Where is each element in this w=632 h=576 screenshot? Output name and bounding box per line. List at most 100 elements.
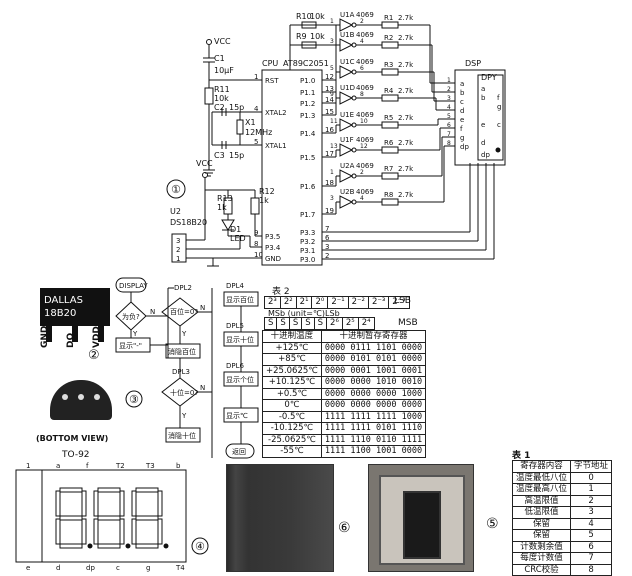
inverter-in-pin: 13 <box>330 143 338 150</box>
display-pin-bottom: d <box>56 564 60 572</box>
display-pin-top: b <box>176 462 181 470</box>
inverter-out-pin: 4 <box>360 195 364 202</box>
seg-label-d: d <box>460 107 464 115</box>
circle-6: ⑥ <box>338 520 351 536</box>
segment <box>157 490 163 517</box>
cpu-pin-num: 16 <box>325 126 334 134</box>
cpu-pin-num: 14 <box>325 96 334 104</box>
inverter-name: U1F <box>340 136 354 144</box>
c2-label: C2 <box>214 103 225 112</box>
seg-label-c: c <box>460 98 464 106</box>
inverter-out-pin: 12 <box>360 143 368 150</box>
cpu-pin-num: 17 <box>325 150 334 158</box>
cpu-pin-p3-1: P3.1 <box>300 247 315 255</box>
resistor-name: R1 <box>384 14 393 22</box>
inverter-u2b <box>339 195 354 209</box>
byte-address-cell: 6 <box>570 540 613 553</box>
resistor-value: 2.7k <box>398 139 414 147</box>
display-pin-top: f <box>86 462 89 470</box>
msb-bit: S <box>263 317 278 330</box>
seg-pin-num: 8 <box>447 140 451 147</box>
c2-value: 15p <box>229 103 244 112</box>
resistor-r1 <box>381 21 399 29</box>
dpy-seg-d: d <box>481 139 485 147</box>
resistor-r2 <box>381 41 399 49</box>
register-cell: 0000 0001 1001 0001 <box>320 364 427 377</box>
register-cell: 0000 0000 0000 1000 <box>320 387 427 400</box>
segment <box>55 490 61 517</box>
byte-address-cell: 3 <box>570 506 613 519</box>
circle-3: ③ <box>129 393 139 406</box>
register-cell: 0000 0000 1010 0010 <box>320 376 427 389</box>
flow-dpl2: DPL2 <box>174 284 192 292</box>
segment <box>97 515 121 521</box>
segment <box>55 518 61 545</box>
inverter-u1c <box>339 65 354 79</box>
register-name-cell: 温度最高八位 <box>511 483 572 496</box>
flow-show-c: 显示℃ <box>226 412 248 420</box>
msb-bit: 2⁵ <box>341 317 359 330</box>
ds18b20-package: DALLAS 18B20 GND DQ VDD (BOTTOM VIEW) TO… <box>28 268 138 468</box>
resistor-value: 2.7k <box>398 114 414 122</box>
cpu-pin-num: 18 <box>325 179 334 187</box>
inverter-u1d <box>339 91 354 105</box>
seg-label-g: g <box>460 134 464 142</box>
flow-blank-tens: 消隐十位 <box>168 431 196 440</box>
flow-show-hundreds: 显示百位 <box>226 295 254 304</box>
table1-header-address: 字节地址 <box>570 460 613 473</box>
units-label: MSb (unit=℃)LSb <box>268 309 340 318</box>
inverter-out-pin: 4 <box>360 38 364 45</box>
cpu-pin-xtal2: XTAL2 <box>265 109 287 117</box>
segment <box>135 515 159 521</box>
temp-cell: +85℃ <box>262 353 322 366</box>
inverter-name: U1C <box>340 58 355 66</box>
bottom-view-label: (BOTTOM VIEW) <box>36 434 109 443</box>
flow-show-ones: 显示个位 <box>226 375 254 384</box>
cpu-pin-p1-3: P1.3 <box>300 112 315 120</box>
cpu-pin-num: 7 <box>325 225 329 233</box>
cpu-pin-num: 5 <box>254 138 258 146</box>
dpy-seg-a: a <box>481 85 485 93</box>
resistor-name: R5 <box>384 114 393 122</box>
d1-value: LED <box>230 234 246 243</box>
segment <box>131 490 137 517</box>
segment <box>135 487 159 493</box>
c3-value: 15p <box>229 151 244 160</box>
register-name-cell: CRC校验 <box>511 563 572 576</box>
seg-label-dp: dp <box>460 143 469 151</box>
to92-label: TO-92 <box>62 450 90 460</box>
msb-label: MSB <box>398 318 418 328</box>
byte-address-cell: 4 <box>570 517 613 530</box>
cpu-pin-p1-6: P1.6 <box>300 183 316 191</box>
msb-bit: S <box>301 317 315 330</box>
cpu-pin-p1-1: P1.1 <box>300 89 315 97</box>
flow-dpl5: DPL5 <box>226 322 244 330</box>
flow-return: 返回 <box>232 448 246 456</box>
msb-bit: S <box>313 317 328 330</box>
r10-value: 10k <box>310 12 325 21</box>
resistor-r5 <box>381 121 399 129</box>
flow-dpl6: DPL6 <box>226 362 245 370</box>
temp-cell: +0.5℃ <box>262 387 322 400</box>
lsb-bit: 2⁻² <box>347 296 369 309</box>
cpu-pin-p3-0: P3.0 <box>300 256 315 264</box>
cpu-model: AT89C2051 <box>283 59 329 68</box>
lsb-bit: 2⁻⁴ <box>388 296 410 309</box>
decimal-point <box>163 543 169 549</box>
register-cell: 1111 1110 0110 1111 <box>320 433 427 446</box>
msb-bit: S <box>276 317 290 330</box>
cpu-pin-xtal1: XTAL1 <box>265 142 287 150</box>
inverter-model: 4069 <box>356 84 374 92</box>
byte-address-cell: 5 <box>570 529 613 542</box>
inverter-in-pin: 1 <box>330 18 334 25</box>
table1-header-content: 寄存器内容 <box>511 460 572 473</box>
r12-label: R12 <box>259 187 275 196</box>
register-cell: 1111 1111 0101 1110 <box>320 422 427 435</box>
table2-header-decimal: 十进制温度 <box>262 330 322 343</box>
